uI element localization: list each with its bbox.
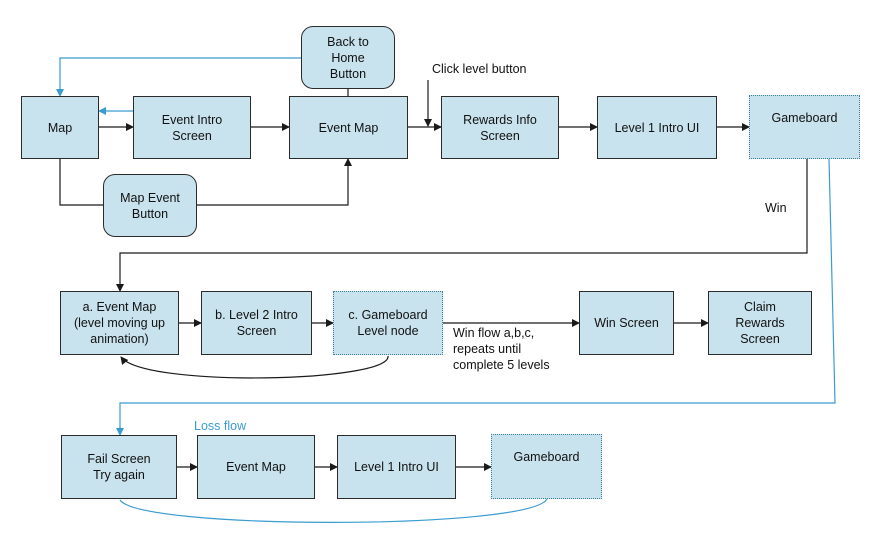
loss-gameboard-node: Gameboard: [491, 434, 602, 499]
a-event-map-node: a. Event Map (level moving up animation): [60, 291, 179, 355]
level1-intro-ui-node: Level 1 Intro UI: [597, 96, 717, 159]
line-map-to-map-event-button: [59, 158, 103, 206]
b-level2-intro-node: b. Level 2 Intro Screen: [201, 291, 312, 355]
arrow-gameboard-loss-to-fail: [116, 158, 836, 436]
rewards-info-screen-node: Rewards Info Screen: [441, 96, 559, 159]
back-to-home-button-node: Back to Home Button: [301, 26, 395, 89]
c-gameboard-level-node: c. Gameboard Level node: [333, 291, 443, 355]
arrow-map-event-button-to-event-map: [197, 158, 352, 206]
map-event-button-node: Map Event Button: [103, 174, 197, 237]
win-label: Win: [765, 201, 787, 215]
fail-screen-node: Fail Screen Try again: [61, 435, 177, 499]
win-screen-node: Win Screen: [579, 291, 674, 355]
event-map-node: Event Map: [289, 96, 408, 159]
loss-flow-label: Loss flow: [194, 419, 247, 433]
arrow-back-home-to-map: [56, 57, 301, 97]
win-flow-label: Win flow a,b,c, repeats until complete 5…: [453, 326, 550, 372]
click-level-button-label: Click level button: [432, 62, 527, 76]
map-node: Map: [21, 96, 99, 159]
claim-rewards-screen-node: Claim Rewards Screen: [708, 291, 812, 355]
gameboard-node: Gameboard: [749, 95, 860, 159]
loss-level1-intro-ui-node: Level 1 Intro UI: [337, 435, 456, 499]
line-gameboard-loss-loop-to-fail: [119, 498, 548, 523]
loss-event-map-node: Event Map: [197, 435, 315, 499]
arrow-c-loop-to-a: [120, 355, 389, 379]
arrow-gameboard-win-to-a-event-map: [116, 159, 808, 292]
event-intro-screen-node: Event Intro Screen: [133, 96, 251, 159]
